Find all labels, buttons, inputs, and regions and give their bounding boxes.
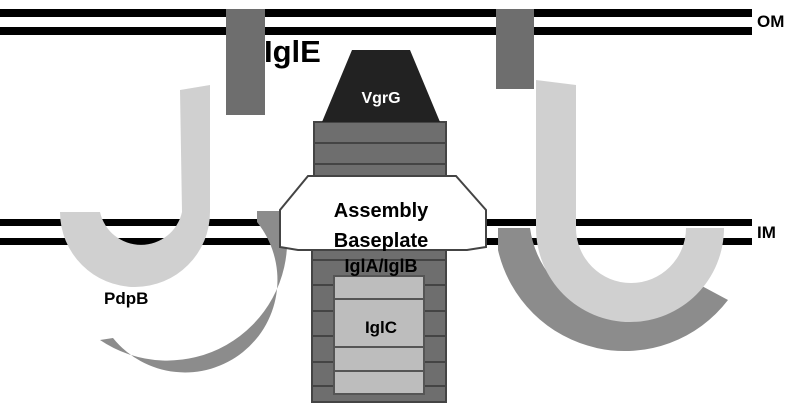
igle-block-left [226, 9, 265, 115]
pdpb-j-right [536, 80, 724, 322]
pdpb-j-left [60, 85, 210, 287]
im-label: IM [757, 223, 776, 242]
igle-label: IglE [264, 34, 321, 69]
vgrg-label: VgrG [361, 90, 400, 107]
iglc-label: IglC [365, 318, 397, 337]
om-label: OM [757, 12, 784, 31]
assembly-baseplate [279, 175, 487, 251]
upper-sheath-stack [313, 121, 447, 185]
dotu-arc-right [498, 228, 728, 352]
assembly-label: Assembly [334, 200, 429, 222]
iglab-label: IglA/IglB [345, 256, 418, 276]
dotu-arc-left [100, 211, 288, 373]
om-line-bottom [0, 27, 752, 35]
dotu-label: DotU [130, 311, 175, 344]
igle-block-right [496, 9, 534, 89]
baseplate-label: Baseplate [334, 230, 429, 252]
pdpb-label: PdpB [104, 289, 148, 308]
outer-membrane [0, 9, 752, 35]
iglc-tube [333, 275, 425, 395]
om-line-top [0, 9, 752, 17]
vgrg-spike [322, 50, 440, 122]
